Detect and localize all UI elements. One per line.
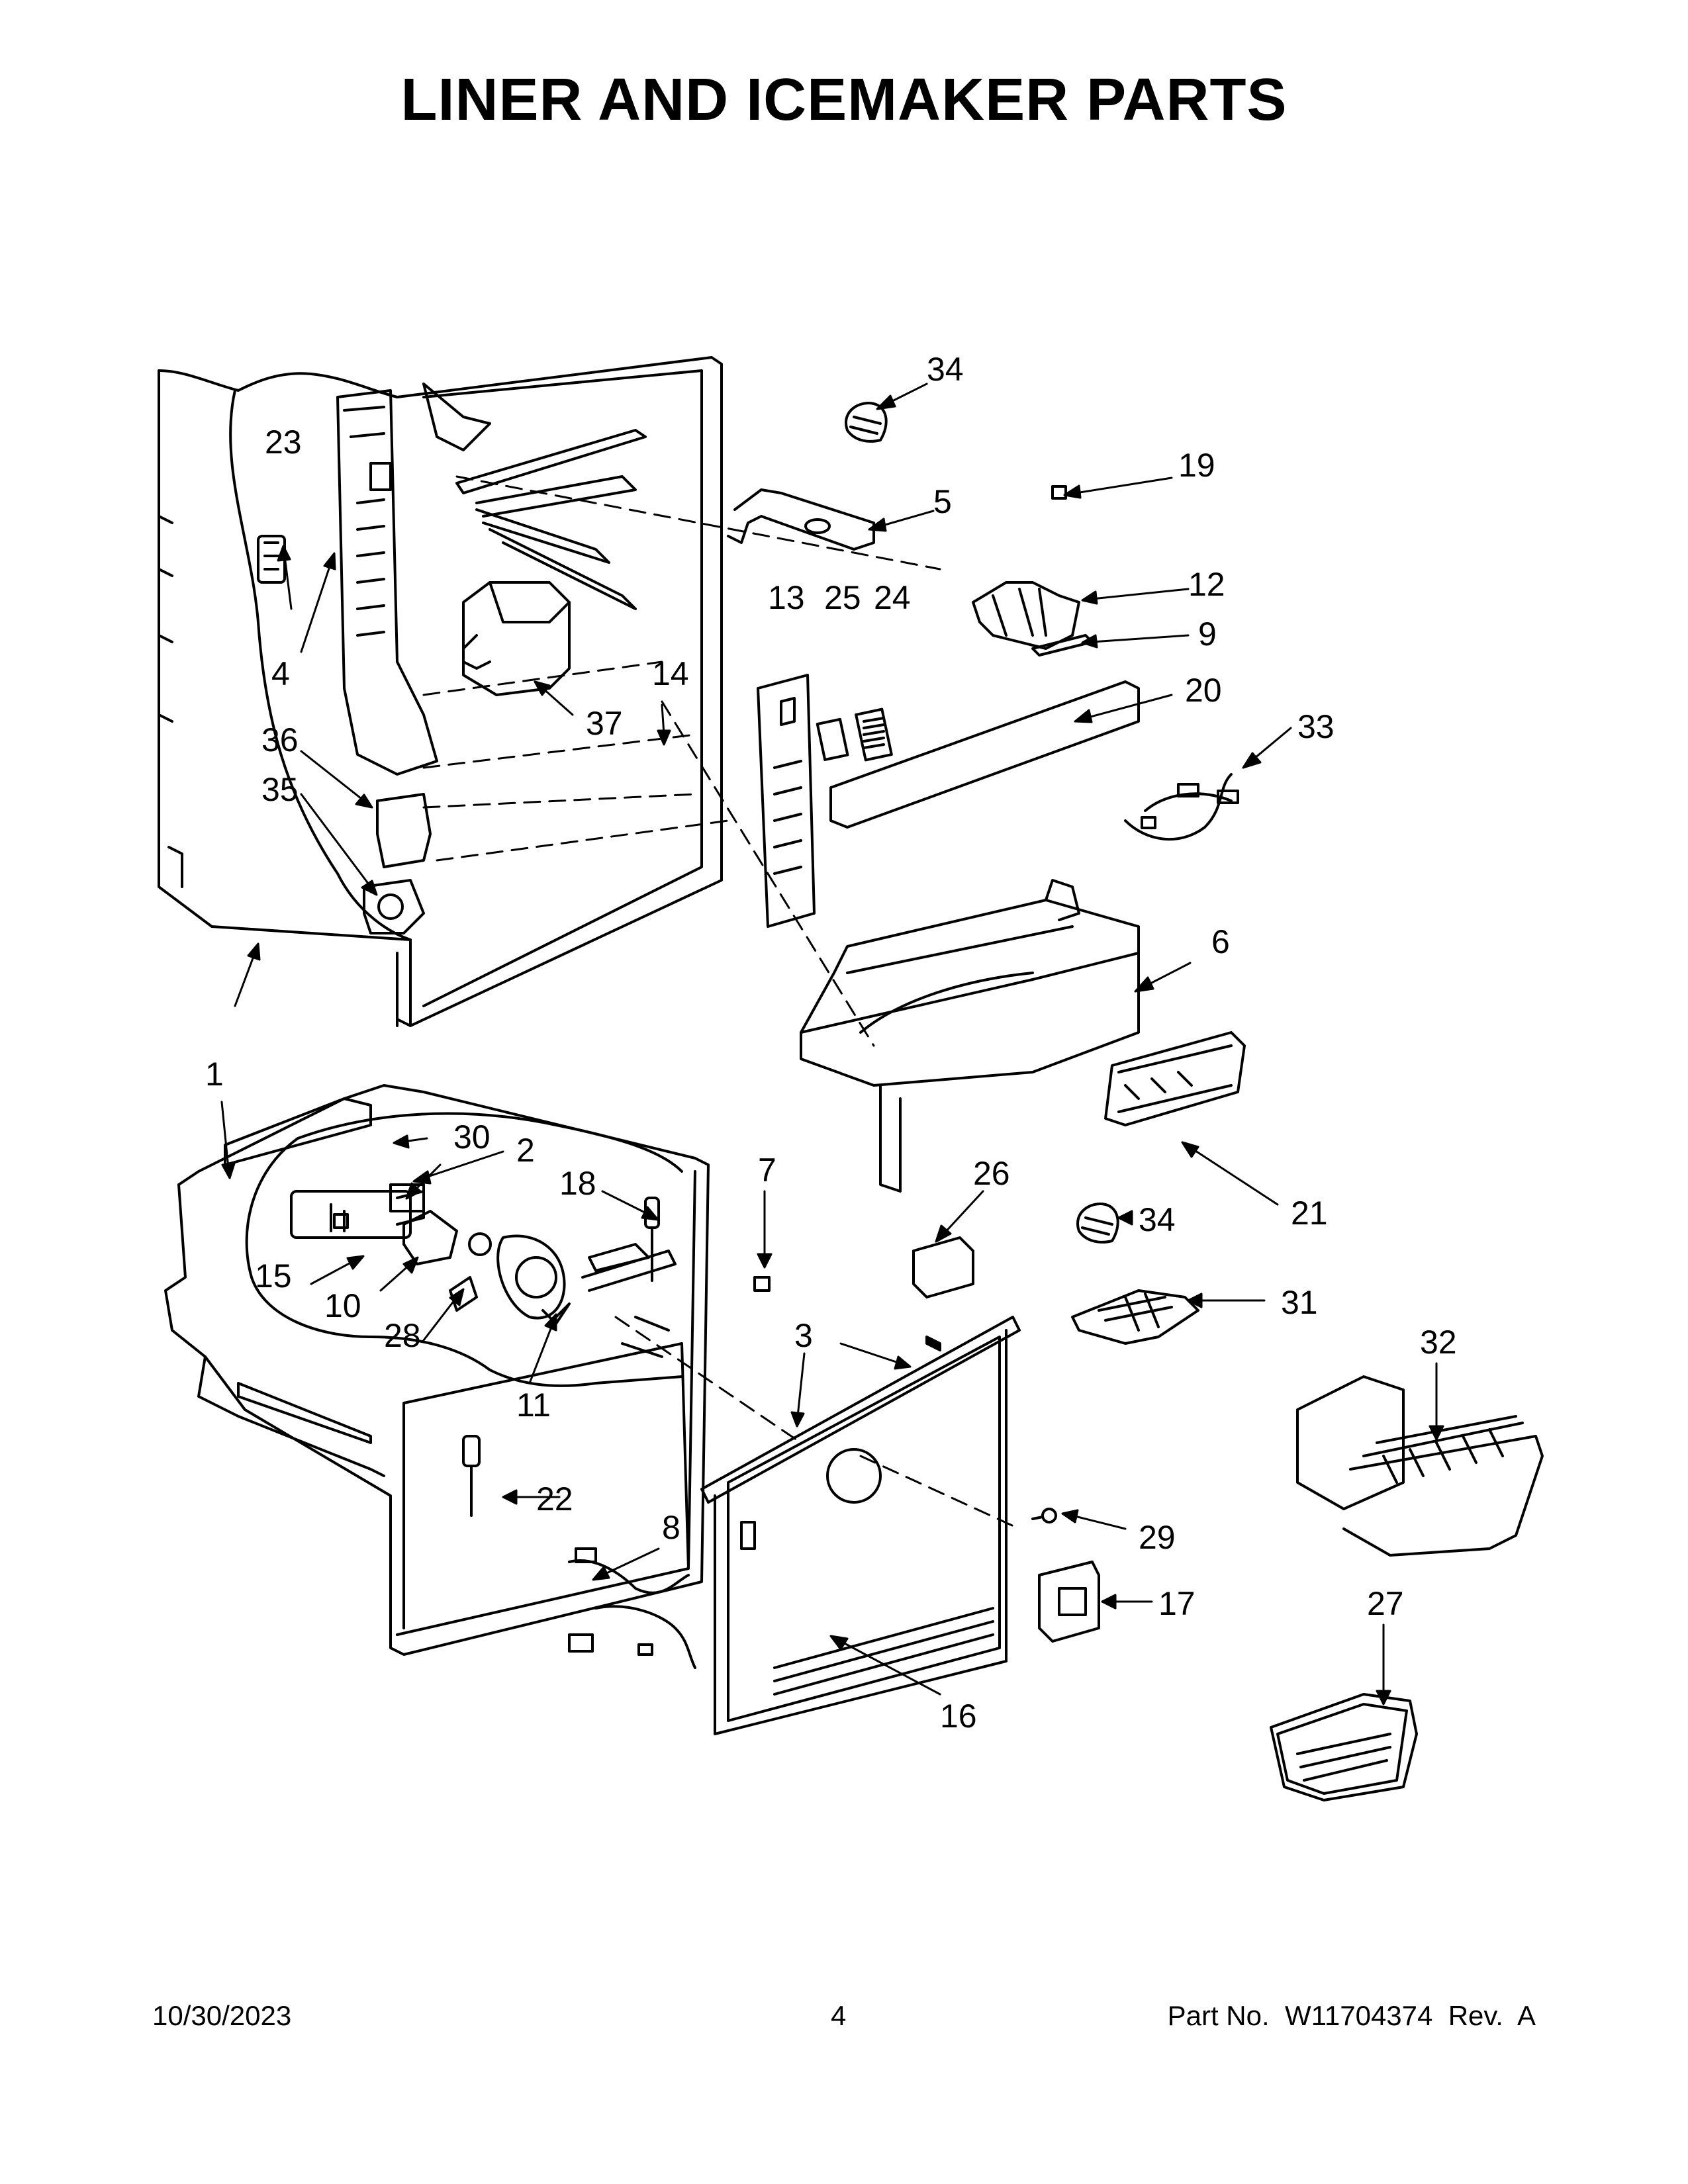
footer-page-number: 4 [831,2000,847,2031]
callout-1: 1 [205,1056,224,1093]
footer-date: 10/30/2023 [152,2000,292,2031]
callout-11: 11 [516,1387,551,1424]
callout-labels: 1 2 3 4 5 6 7 8 9 10 11 12 13 14 15 16 1… [205,351,1457,1735]
callout-13: 13 [768,579,805,616]
freezer-panel-drawing [568,1236,1100,1735]
callout-34-lower: 34 [1139,1201,1176,1238]
callout-20: 20 [1185,672,1222,709]
callout-8: 8 [662,1509,680,1546]
callout-21: 21 [1291,1195,1328,1232]
icemaker-parts-drawing [1071,1203,1544,1801]
callout-16: 16 [940,1698,977,1735]
callout-35: 35 [261,771,299,808]
callout-24: 24 [874,579,911,616]
callout-10: 10 [324,1287,361,1324]
callout-37: 37 [586,705,623,742]
callout-14: 14 [652,655,689,692]
callout-22: 22 [536,1480,573,1518]
callout-30: 30 [453,1118,491,1156]
footer-part-number: Part No. W11704374 Rev. A [1167,2000,1536,2031]
leader-arrows [220,383,1444,1706]
callout-5: 5 [933,483,952,520]
callout-33: 33 [1297,708,1335,745]
callout-25: 25 [824,579,861,616]
fresh-food-liner-drawing [158,356,941,1047]
callout-32: 32 [1420,1324,1457,1361]
callout-19: 19 [1178,447,1215,484]
freezer-liner-drawing [164,1084,1021,1656]
page-title: LINER AND ICEMAKER PARTS [400,67,1288,133]
callout-12: 12 [1188,566,1225,603]
callout-7: 7 [758,1152,776,1189]
ice-dispenser-housing-drawing [800,879,1246,1193]
callout-36: 36 [261,721,299,758]
callout-28: 28 [384,1317,421,1354]
callout-9: 9 [1198,615,1217,653]
callout-18: 18 [559,1165,596,1202]
callout-29: 29 [1139,1519,1176,1556]
callout-4: 4 [271,655,290,692]
callout-26: 26 [973,1155,1010,1192]
callout-34-top: 34 [927,351,964,388]
callout-6: 6 [1211,923,1230,960]
callout-17: 17 [1158,1585,1196,1622]
callout-27: 27 [1367,1585,1404,1622]
icemaker-bracket-parts-drawing [727,402,1239,928]
callout-23: 23 [265,424,302,461]
callout-2: 2 [516,1132,535,1169]
callout-15: 15 [255,1257,292,1295]
callout-31: 31 [1281,1284,1318,1321]
callout-3: 3 [794,1317,813,1354]
